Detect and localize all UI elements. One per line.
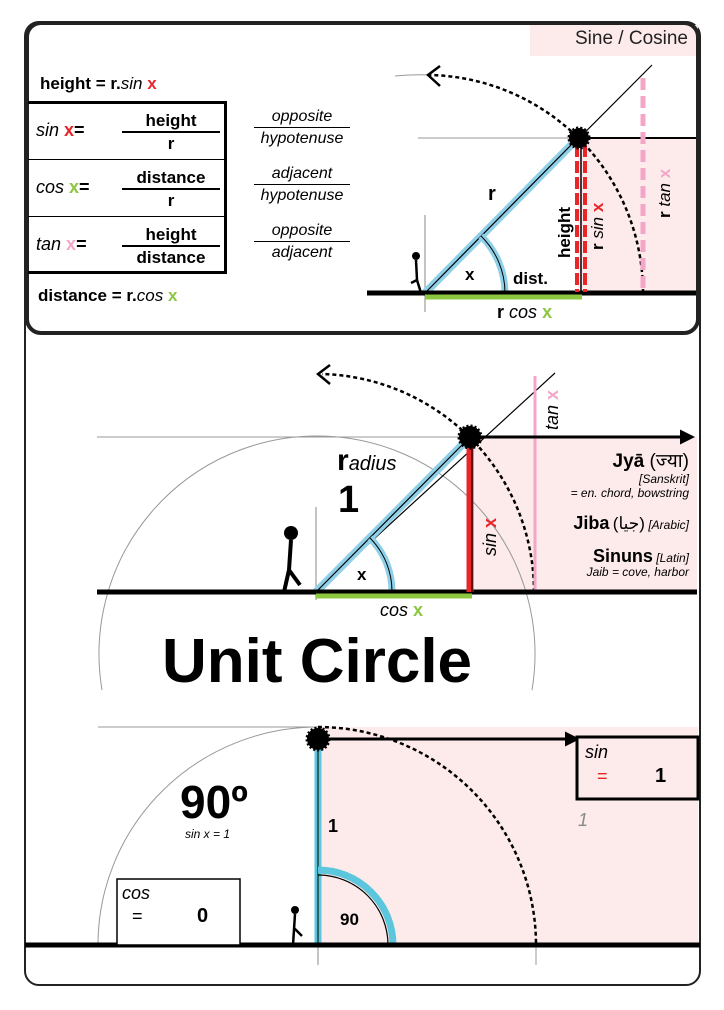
walker-icon — [410, 252, 423, 294]
angle-note: sin x = 1 — [185, 827, 230, 841]
height-eq-fn: sin — [120, 74, 143, 93]
label-r-sin-x: r sin x — [588, 202, 607, 250]
formula-table — [28, 101, 227, 274]
label-r: r — [488, 183, 496, 205]
ratio-denominator: adjacent — [271, 244, 333, 261]
radius-line — [315, 436, 471, 593]
denominator: r — [167, 191, 175, 210]
arrow-head-icon — [426, 65, 441, 87]
denominator: r — [167, 134, 175, 153]
distance-eq-fn: cos — [136, 286, 164, 305]
sinuns: Sinuns [Latin] — [593, 546, 690, 566]
height-equation: height = r.sin x — [40, 74, 157, 94]
fn-eq: = — [79, 177, 90, 197]
label-x: x — [357, 565, 367, 584]
fn-name: tan — [36, 234, 62, 254]
sin-box-value: 1 — [655, 765, 666, 787]
numerator: distance — [122, 167, 220, 190]
sine-cosine-badge: Sine / Cosine — [574, 28, 688, 49]
cos-box-eq: = — [132, 906, 143, 926]
sin-box-label: sin — [585, 742, 608, 762]
fn-eq: = — [74, 120, 85, 140]
cos-box-value: 0 — [197, 905, 208, 927]
point-star-icon — [567, 126, 591, 150]
label-sin-x: sin x — [480, 518, 500, 556]
sin-box-eq: = — [597, 766, 608, 786]
label-x: x — [465, 265, 475, 284]
top-panel: r x dist. height r sin x r tan x r cos x — [367, 25, 698, 322]
ratio-denominator: hypotenuse — [260, 187, 344, 204]
distance-eq-text: distance = r. — [38, 286, 137, 305]
middle-panel: radius 1 x cos x sin x tan x Jyā (ज्या) … — [97, 364, 697, 696]
height-eq-x: x — [147, 74, 157, 93]
jiba: Jiba (جيا) [Arabic] — [573, 513, 689, 533]
numerator: height — [122, 110, 220, 133]
fn-x: x — [64, 120, 75, 140]
cos-box-label: cos — [122, 883, 150, 903]
denominator: distance — [136, 248, 206, 267]
ratio-tan: opposite adjacent — [250, 220, 354, 263]
point-star-icon — [305, 726, 331, 752]
label-radius: radius — [337, 444, 397, 477]
sin-value-box: sin = 1 — [575, 735, 700, 801]
fn-x: x — [66, 234, 77, 254]
fn-eq: = — [76, 234, 87, 254]
label-dist: dist. — [513, 269, 548, 288]
bottom-panel: 90º sin x = 1 1 90 1 sin = 1 cos = 0 — [25, 725, 700, 965]
side-label: 1 — [328, 816, 338, 836]
top-panel-frame — [25, 21, 700, 335]
poster-title: Unit Circle — [162, 627, 472, 696]
cos-value-box: cos = 0 — [116, 878, 241, 946]
jaib-meaning: Jaib = cove, harbor — [586, 565, 690, 579]
ratio-denominator: hypotenuse — [260, 130, 344, 147]
label-tan-x: tan x — [542, 390, 562, 430]
etymology-notes: Jyā (ज्या) [Sanskrit] = en. chord, bowst… — [571, 451, 690, 579]
distance-equation: distance = r.cos x — [38, 286, 177, 306]
radius-label: 1 — [578, 810, 588, 830]
jya: Jyā (ज्या) — [613, 451, 689, 472]
arrow-head-icon — [315, 364, 331, 385]
distance-eq-x: x — [167, 286, 178, 305]
label-height: height — [555, 207, 574, 258]
walker-icon — [291, 906, 303, 946]
ratio-numerator: adjacent — [254, 163, 350, 185]
sanskrit: [Sanskrit] — [638, 472, 690, 486]
fn-name: sin — [36, 120, 60, 140]
chord-meaning: = en. chord, bowstring — [571, 486, 690, 500]
height-eq-text: height = r. — [40, 74, 121, 93]
walker-icon — [282, 526, 302, 593]
fn-x: x — [69, 177, 80, 197]
numerator: height — [122, 224, 220, 247]
ratio-cos: adjacent hypotenuse — [250, 163, 354, 206]
label-r-cos-x: r cos x — [497, 302, 552, 322]
ratio-sin: opposite hypotenuse — [250, 106, 354, 149]
angle-label: 90º — [180, 776, 248, 828]
label-radius-value: 1 — [338, 479, 359, 521]
badge-bg — [530, 25, 698, 56]
ratio-numerator: opposite — [254, 106, 350, 128]
unit-circle-arc — [98, 435, 536, 691]
point-star-icon — [457, 424, 483, 450]
ratio-numerator: opposite — [254, 220, 350, 242]
label-cos-x: cos x — [380, 600, 423, 620]
fn-name: cos — [36, 177, 65, 197]
arc-label: 90 — [340, 910, 359, 929]
label-r-tan-x: r tan x — [655, 168, 674, 218]
pink-region — [578, 138, 698, 293]
